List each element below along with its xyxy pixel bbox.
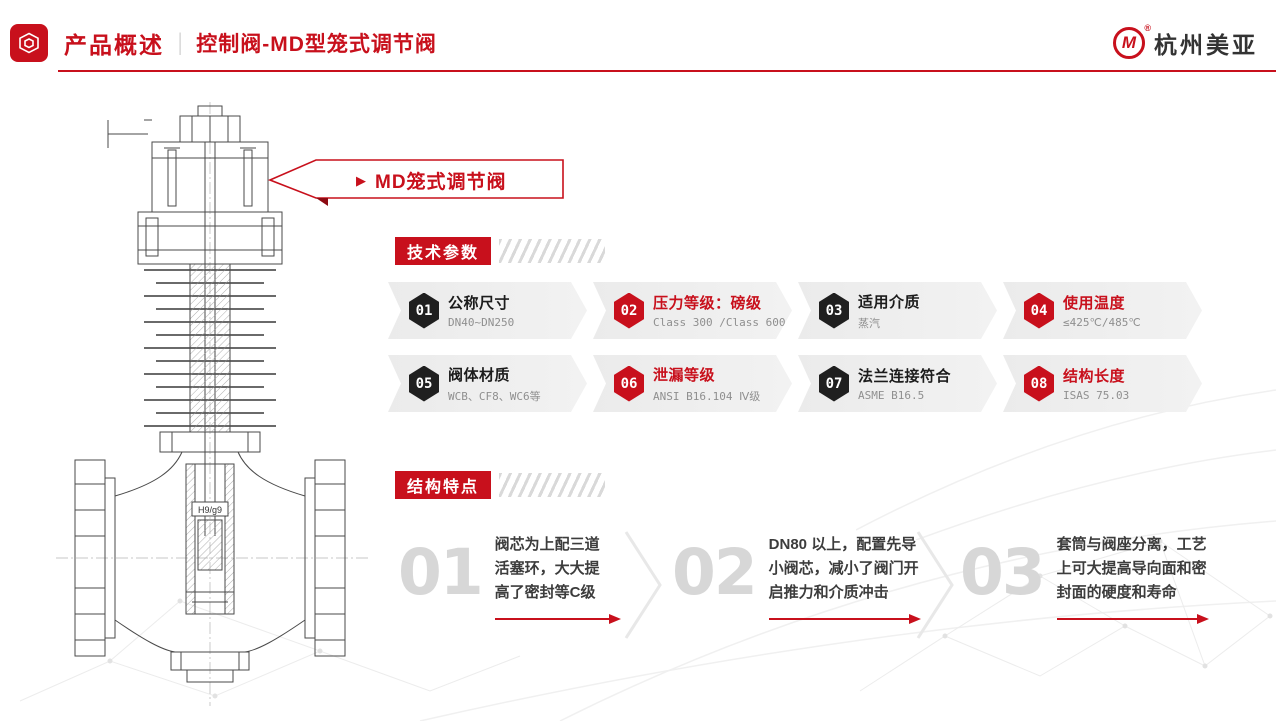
chevron-separator-icon [916, 531, 954, 639]
param-value: DN40~DN250 [448, 316, 515, 329]
param-value: ASME B16.5 [858, 389, 925, 402]
page-subtitle: 控制阀-MD型笼式调节阀 [196, 33, 437, 56]
background-network-decoration [19, 520, 1276, 721]
param-item-leakage-class: 06 泄漏等级 ANSI B16.104 Ⅳ级 [593, 355, 792, 412]
param-number-badge: 05 [409, 366, 439, 402]
param-title: 压力等级：磅级 [653, 295, 762, 312]
param-number-badge: 08 [1024, 366, 1054, 402]
param-item-temperature: 04 使用温度 ≤425℃/485℃ [1003, 282, 1202, 339]
hatch-decoration [499, 473, 605, 497]
chevron-separator-icon [624, 531, 662, 639]
param-title: 使用温度 [1063, 295, 1126, 312]
valve-technical-drawing: H9/g9 [56, 102, 370, 706]
section-title-structure-features: 结构特点 [395, 471, 491, 499]
param-item-face-to-face: 08 结构长度 ISAS 75.03 [1003, 355, 1202, 412]
tech-params-grid: 01 公称尺寸 DN40~DN250 02 压力等级：磅级 Class 300 … [388, 282, 1202, 412]
param-number-badge: 01 [409, 293, 439, 329]
param-number-badge: 02 [614, 293, 644, 329]
play-marker-icon: ▶ [356, 172, 366, 188]
param-number-badge: 03 [819, 293, 849, 329]
brand-name: 杭州美亚 [1154, 32, 1258, 58]
feature-number: 01 [398, 536, 484, 609]
param-title: 适用介质 [858, 293, 921, 311]
param-number-badge: 07 [819, 366, 849, 402]
param-title: 泄漏等级 [653, 366, 716, 384]
brand-m-letter: M [1121, 33, 1137, 52]
brand: M ® 杭州美亚 [1113, 23, 1258, 60]
arrow-right-icon [768, 614, 921, 624]
param-value: ISAS 75.03 [1063, 389, 1130, 402]
param-title: 结构长度 [1063, 368, 1126, 385]
param-item-flange-standard: 07 法兰连接符合 ASME B16.5 [798, 355, 997, 412]
registered-mark: ® [1144, 23, 1151, 33]
feature-text: DN80 以上，配置先导小阀芯，减小了阀门开启推力和介质冲击 [768, 536, 919, 601]
param-title: 阀体材质 [448, 366, 511, 384]
header-divider-rule [58, 70, 1276, 72]
param-title: 法兰连接符合 [858, 368, 952, 385]
header: 产品概述 | 控制阀-MD型笼式调节阀 M ® 杭州美亚 [10, 20, 1258, 66]
param-value: ≤425℃/485℃ [1063, 316, 1141, 329]
fit-annotation: H9/g9 [198, 505, 222, 515]
feature-item-2: 02 DN80 以上，配置先导小阀芯，减小了阀门开启推力和介质冲击 [672, 533, 925, 624]
section-title-tech-params: 技术参数 [395, 237, 491, 265]
param-item-body-material: 05 阀体材质 WCB、CF8、WC6等 [388, 355, 587, 412]
background-curves-decoration [856, 389, 1276, 540]
param-number-badge: 04 [1024, 293, 1054, 329]
callout-label: MD笼式调节阀 [375, 171, 507, 193]
param-value: ANSI B16.104 Ⅳ级 [653, 389, 761, 403]
param-title: 公称尺寸 [448, 295, 511, 312]
feature-text: 阀芯为上配三道活塞环，大大提高了密封等C级 [494, 536, 600, 601]
feature-text: 套筒与阀座分离，工艺上可大提高导向面和密封面的硬度和寿命 [1056, 536, 1207, 601]
page-title: 产品概述 [64, 32, 164, 58]
arrow-right-icon [494, 614, 621, 624]
feature-item-3: 03 套筒与阀座分离，工艺上可大提高导向面和密封面的硬度和寿命 [960, 533, 1219, 624]
param-item-medium: 03 适用介质 蒸汽 [798, 282, 997, 339]
arrow-right-icon [1056, 614, 1209, 624]
param-item-pressure-class: 02 压力等级：磅级 Class 300 /Class 600 [593, 282, 792, 339]
brand-m-icon: M ® [1113, 23, 1151, 59]
feature-item-1: 01 阀芯为上配三道活塞环，大大提高了密封等C级 [398, 533, 621, 624]
product-box-icon [10, 24, 48, 62]
param-item-nominal-size: 01 公称尺寸 DN40~DN250 [388, 282, 587, 339]
title-divider: | [178, 29, 182, 56]
param-value: Class 300 /Class 600 [653, 316, 786, 329]
feature-number: 03 [960, 536, 1046, 609]
feature-number: 02 [672, 536, 758, 609]
param-number-badge: 06 [614, 366, 644, 402]
param-value: 蒸汽 [858, 316, 880, 330]
callout-ribbon-shape [268, 159, 564, 206]
param-value: WCB、CF8、WC6等 [448, 389, 541, 403]
hatch-decoration [499, 239, 605, 263]
product-callout: ▶ MD笼式调节阀 [268, 150, 570, 208]
